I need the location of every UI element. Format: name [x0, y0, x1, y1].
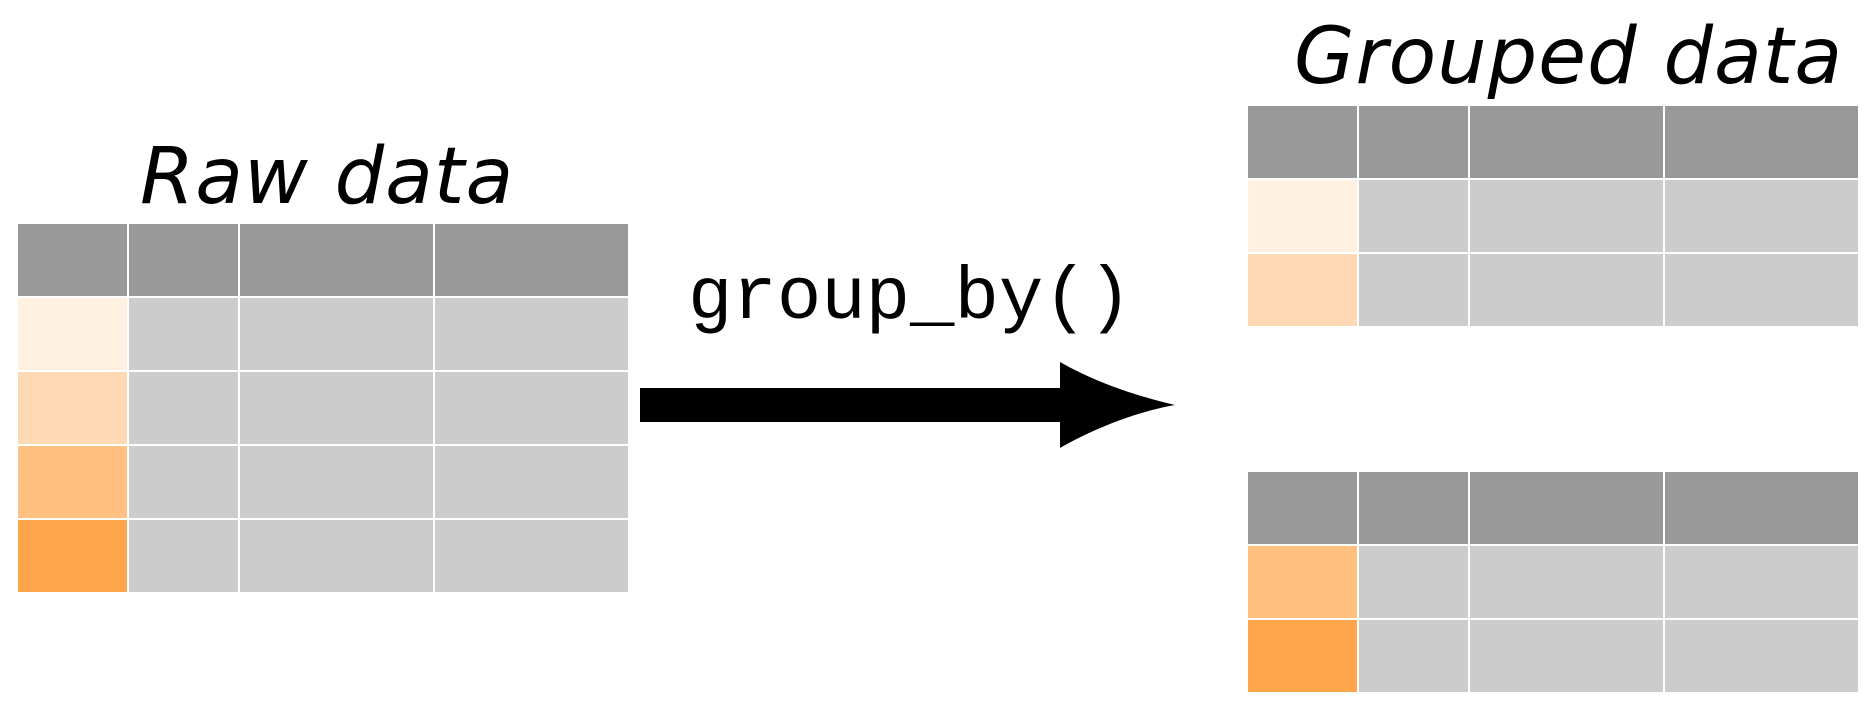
grouped-table-1 [1248, 106, 1858, 326]
group-key-cell [1248, 546, 1357, 618]
header-cell [435, 224, 628, 296]
data-cell [129, 520, 238, 592]
data-cell [240, 298, 433, 370]
group-key-cell [18, 446, 127, 518]
data-cell [1665, 546, 1858, 618]
header-cell [1665, 472, 1858, 544]
header-cell [240, 224, 433, 296]
header-cell [1470, 472, 1663, 544]
data-cell [1665, 620, 1858, 692]
raw-data-title: Raw data [140, 132, 515, 222]
data-cell [1359, 180, 1468, 252]
data-cell [1665, 254, 1858, 326]
data-cell [1470, 546, 1663, 618]
data-cell [1470, 620, 1663, 692]
raw-data-table [18, 224, 628, 592]
data-cell [1359, 620, 1468, 692]
data-cell [435, 520, 628, 592]
group-key-cell [18, 372, 127, 444]
data-cell [1359, 254, 1468, 326]
group-by-function-label: group_by() [688, 257, 1133, 341]
arrow-shaft [640, 388, 1070, 422]
header-cell [1470, 106, 1663, 178]
group-key-cell [18, 520, 127, 592]
header-cell [1248, 106, 1357, 178]
data-cell [240, 520, 433, 592]
data-cell [1359, 546, 1468, 618]
data-cell [129, 446, 238, 518]
data-cell [1665, 180, 1858, 252]
group-key-cell [1248, 254, 1357, 326]
data-cell [435, 298, 628, 370]
data-cell [435, 446, 628, 518]
data-cell [1470, 254, 1663, 326]
header-cell [129, 224, 238, 296]
header-cell [1359, 472, 1468, 544]
data-cell [129, 298, 238, 370]
data-cell [240, 372, 433, 444]
header-cell [18, 224, 127, 296]
data-cell [240, 446, 433, 518]
transform-arrow-icon [640, 362, 1175, 448]
arrow-head [1060, 362, 1175, 448]
data-cell [129, 372, 238, 444]
group-key-cell [18, 298, 127, 370]
group-key-cell [1248, 180, 1357, 252]
header-cell [1359, 106, 1468, 178]
group-key-cell [1248, 620, 1357, 692]
data-cell [435, 372, 628, 444]
header-cell [1665, 106, 1858, 178]
data-cell [1470, 180, 1663, 252]
grouped-data-title: Grouped data [1294, 12, 1844, 102]
grouped-table-2 [1248, 472, 1858, 692]
header-cell [1248, 472, 1357, 544]
